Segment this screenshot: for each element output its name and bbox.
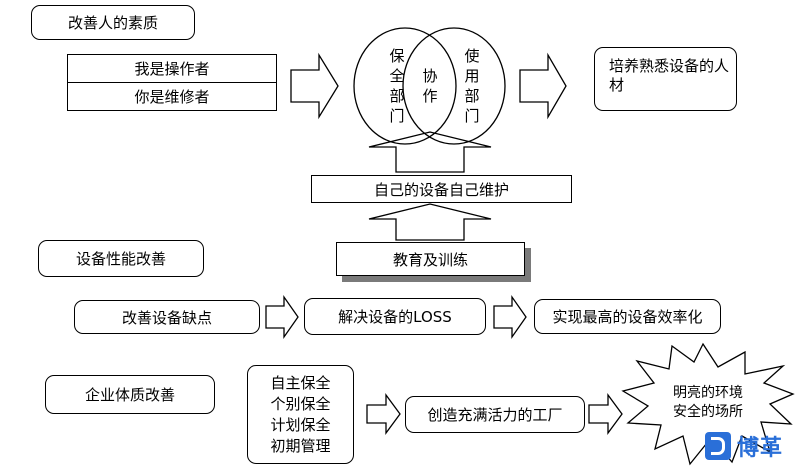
arrow-edu-to-self [368,203,492,241]
arrow-eq-1 [265,294,299,340]
arrow-corp-2 [588,393,623,435]
arrow-roles-to-venn [290,52,339,120]
maintenance-type: 初期管理 [270,436,331,455]
venn-right-text: 使用部门 [464,47,480,125]
education-box: 教育及训练 [336,242,525,276]
maintenance-type: 计划保全 [270,415,331,434]
logo-text: 博革 [737,436,784,461]
equipment-step-3: 实现最高的设备效率化 [534,299,721,334]
maintenance-type: 自主保全 [270,373,331,392]
arrow-eq-2 [493,294,527,340]
vibrant-factory-box: 创造充满活力的工厂 [405,396,585,433]
arrow-self-to-venn [368,131,492,173]
equipment-step-2: 解决设备的LOSS [304,298,486,335]
maintenance-type: 个别保全 [270,394,331,413]
arrow-venn-to-result [519,52,567,120]
venn-left-circle [353,27,457,145]
role-operator: 我是操作者 [68,55,276,83]
section-equipment-label: 设备性能改善 [38,240,204,277]
burst-line: 安全的场所 [673,404,743,420]
brand-logo: 博革 [705,430,795,462]
role-maintainer: 你是维修者 [134,88,210,106]
burst-text: 明亮的环境 安全的场所 [656,384,760,422]
logo-icon [705,432,731,460]
self-maintenance-box: 自己的设备自己维护 [311,175,572,203]
roles-box: 我是操作者 你是维修者 [67,54,277,111]
section-people-label: 改善人的素质 [31,5,195,40]
section-corporate-label: 企业体质改善 [45,375,215,414]
venn-right-circle [402,27,506,145]
result-people-box: 培养熟悉设备的人材 [594,47,737,111]
equipment-step-1: 改善设备缺点 [74,300,260,334]
arrow-corp-1 [366,393,401,435]
venn-left-text: 保全部门 [389,47,405,125]
maintenance-types-box: 自主保全 个别保全 计划保全 初期管理 [247,365,354,464]
burst-line: 明亮的环境 [673,385,743,401]
venn-middle-text: 协作 [422,67,438,105]
